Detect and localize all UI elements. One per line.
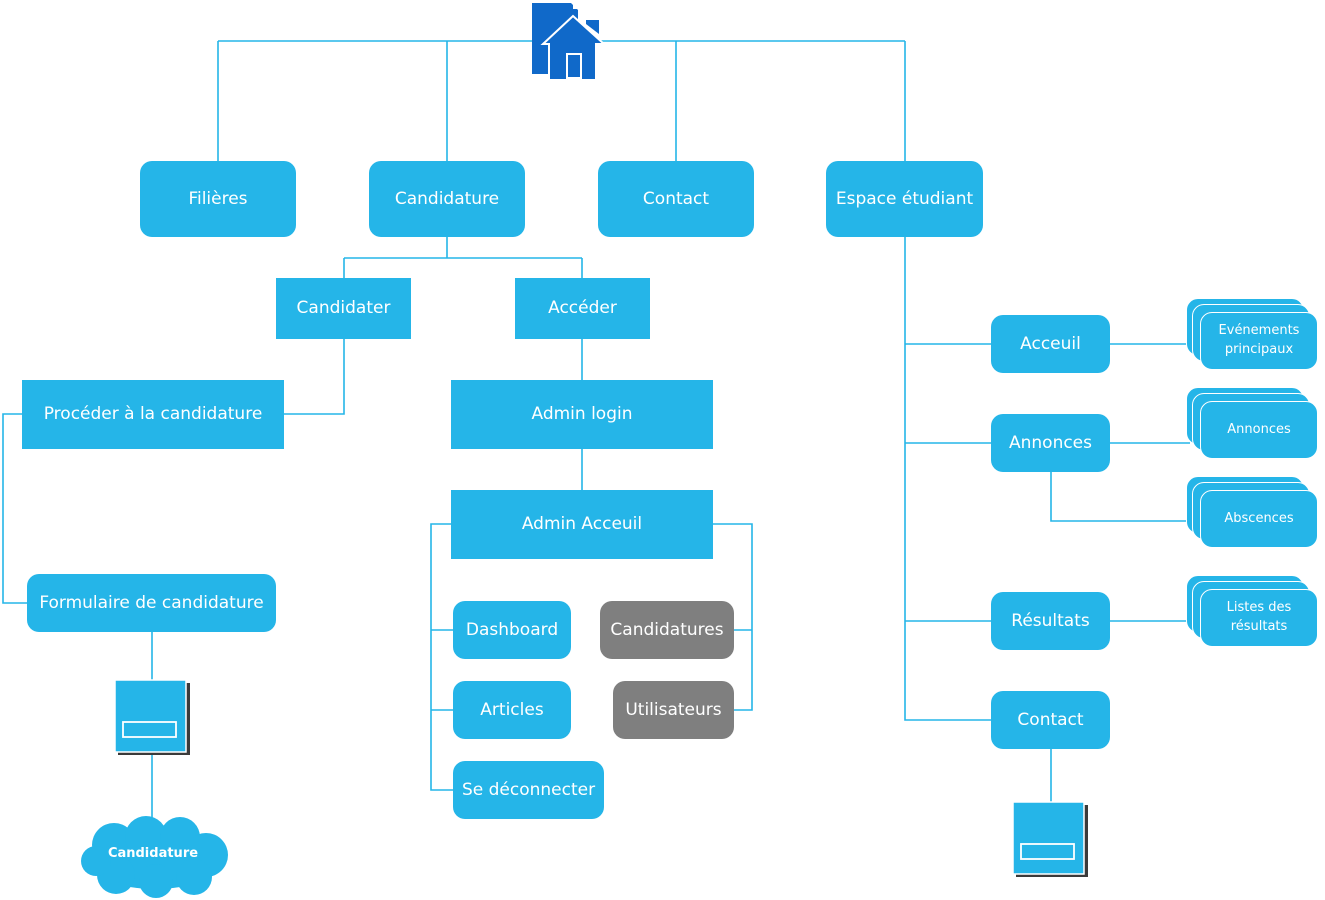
- node-proceder-label: Procéder à la candidature: [43, 404, 263, 425]
- node-articles[interactable]: Articles: [453, 681, 571, 739]
- node-utilisateurs[interactable]: Utilisateurs: [613, 681, 734, 739]
- node-filieres-label: Filières: [188, 188, 248, 209]
- node-espace-etudiant[interactable]: Espace étudiant: [826, 161, 983, 237]
- node-candidatures[interactable]: Candidatures: [600, 601, 734, 659]
- node-espace-etudiant-label: Espace étudiant: [835, 188, 974, 209]
- node-resultats-label: Résultats: [1011, 610, 1090, 631]
- node-admin-accueil-label: Admin Acceuil: [521, 514, 643, 535]
- node-accueil[interactable]: Acceuil: [991, 315, 1110, 373]
- node-se-deconnecter-label: Se déconnecter: [461, 779, 596, 800]
- node-candidature[interactable]: Candidature: [369, 161, 525, 237]
- form-icon: [1012, 801, 1088, 877]
- node-dashboard[interactable]: Dashboard: [453, 601, 571, 659]
- node-contact[interactable]: Contact: [598, 161, 754, 237]
- stack-abscences-label: Abscences: [1200, 490, 1318, 548]
- stack-abscences[interactable]: Abscences: [1186, 476, 1318, 548]
- node-contact-label: Contact: [642, 188, 710, 209]
- node-resultats[interactable]: Résultats: [991, 592, 1110, 650]
- node-candidatures-label: Candidatures: [610, 619, 724, 640]
- node-proceder-candidature[interactable]: Procéder à la candidature: [22, 380, 284, 449]
- node-filieres[interactable]: Filières: [140, 161, 296, 237]
- stack-evenements[interactable]: Evénements principaux: [1186, 298, 1318, 370]
- node-contact-etudiant[interactable]: Contact: [991, 691, 1110, 749]
- node-annonces[interactable]: Annonces: [991, 414, 1110, 472]
- node-articles-label: Articles: [480, 699, 544, 720]
- node-candidater[interactable]: Candidater: [276, 278, 411, 339]
- node-acceder[interactable]: Accéder: [515, 278, 650, 339]
- node-admin-login[interactable]: Admin login: [451, 380, 713, 449]
- node-contact-etudiant-label: Contact: [1017, 709, 1084, 730]
- node-annonces-label: Annonces: [1008, 432, 1093, 453]
- node-admin-login-label: Admin login: [531, 404, 633, 425]
- node-se-deconnecter[interactable]: Se déconnecter: [453, 761, 604, 819]
- stack-annonces[interactable]: Annonces: [1186, 387, 1318, 459]
- stack-listes-resultats[interactable]: Listes des résultats: [1186, 575, 1318, 647]
- home-icon: [532, 3, 607, 81]
- node-candidater-label: Candidater: [296, 298, 391, 319]
- cloud-icon: [81, 816, 228, 898]
- node-acceder-label: Accéder: [548, 298, 617, 319]
- node-formulaire-label: Formulaire de candidature: [39, 592, 264, 613]
- node-formulaire-candidature[interactable]: Formulaire de candidature: [27, 574, 276, 632]
- node-dashboard-label: Dashboard: [465, 619, 559, 640]
- node-admin-accueil[interactable]: Admin Acceuil: [451, 490, 713, 559]
- stack-listes-resultats-label: Listes des résultats: [1200, 589, 1318, 647]
- node-utilisateurs-label: Utilisateurs: [625, 699, 722, 720]
- node-accueil-label: Acceuil: [1020, 333, 1081, 354]
- node-candidature-label: Candidature: [394, 188, 500, 209]
- cloud-label: Candidature: [107, 846, 199, 861]
- form-icon: [114, 679, 190, 755]
- stack-evenements-label: Evénements principaux: [1200, 312, 1318, 370]
- stack-annonces-label: Annonces: [1200, 401, 1318, 459]
